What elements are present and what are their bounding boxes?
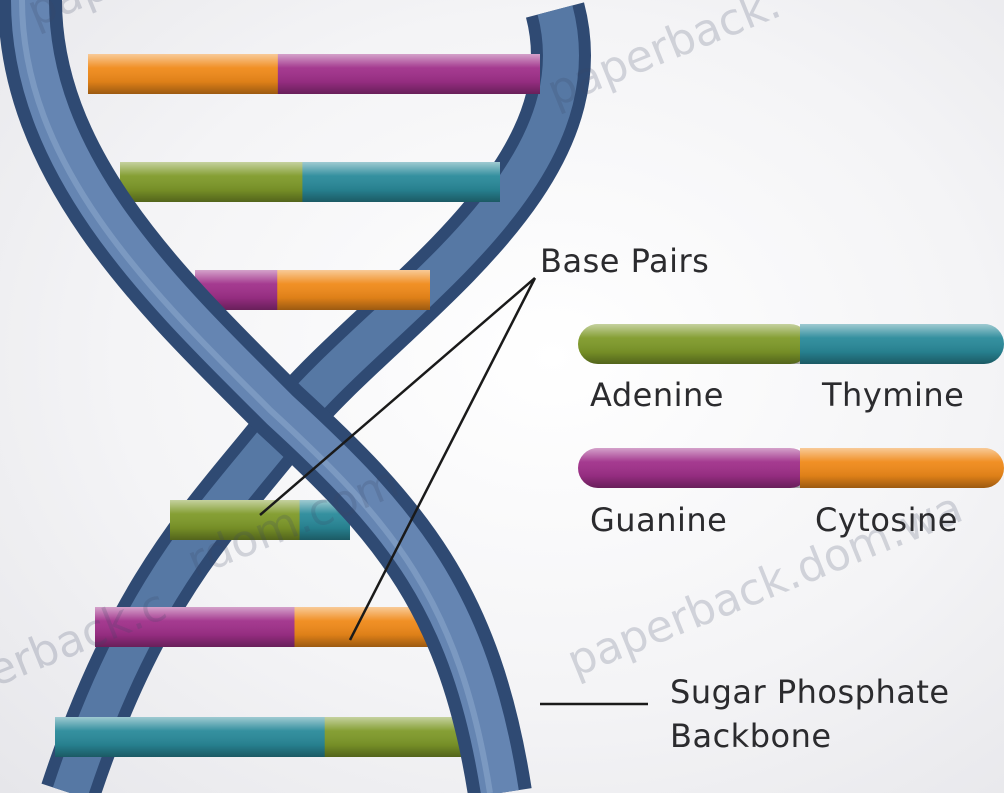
base-pair-rung [170,500,350,540]
base-pair-rung [95,607,445,647]
rung-gloss [55,717,490,757]
rung-gloss [120,162,500,202]
base-pair-rung [195,270,430,310]
base-pair-rung [88,54,540,94]
rung-gloss [195,270,430,310]
backbone-label-line-2: Backbone [670,714,950,758]
legend-guanine-cytosine-bar [578,448,1004,488]
backbone-label-line-1: Sugar Phosphate [670,670,950,714]
rung-gloss [170,500,350,540]
base-pairs-label: Base Pairs [540,242,709,280]
rung-gloss [88,54,540,94]
base-pair-rung [55,717,490,757]
adenine-label: Adenine [590,376,724,414]
base-pair-rung [120,162,500,202]
thymine-label: Thymine [822,376,964,414]
cytosine-label: Cytosine [815,501,958,539]
guanine-label: Guanine [590,501,727,539]
rung-gloss [95,607,445,647]
sugar-phosphate-backbone-label: Sugar Phosphate Backbone [670,670,950,758]
legend-adenine-thymine-bar [578,324,1004,364]
